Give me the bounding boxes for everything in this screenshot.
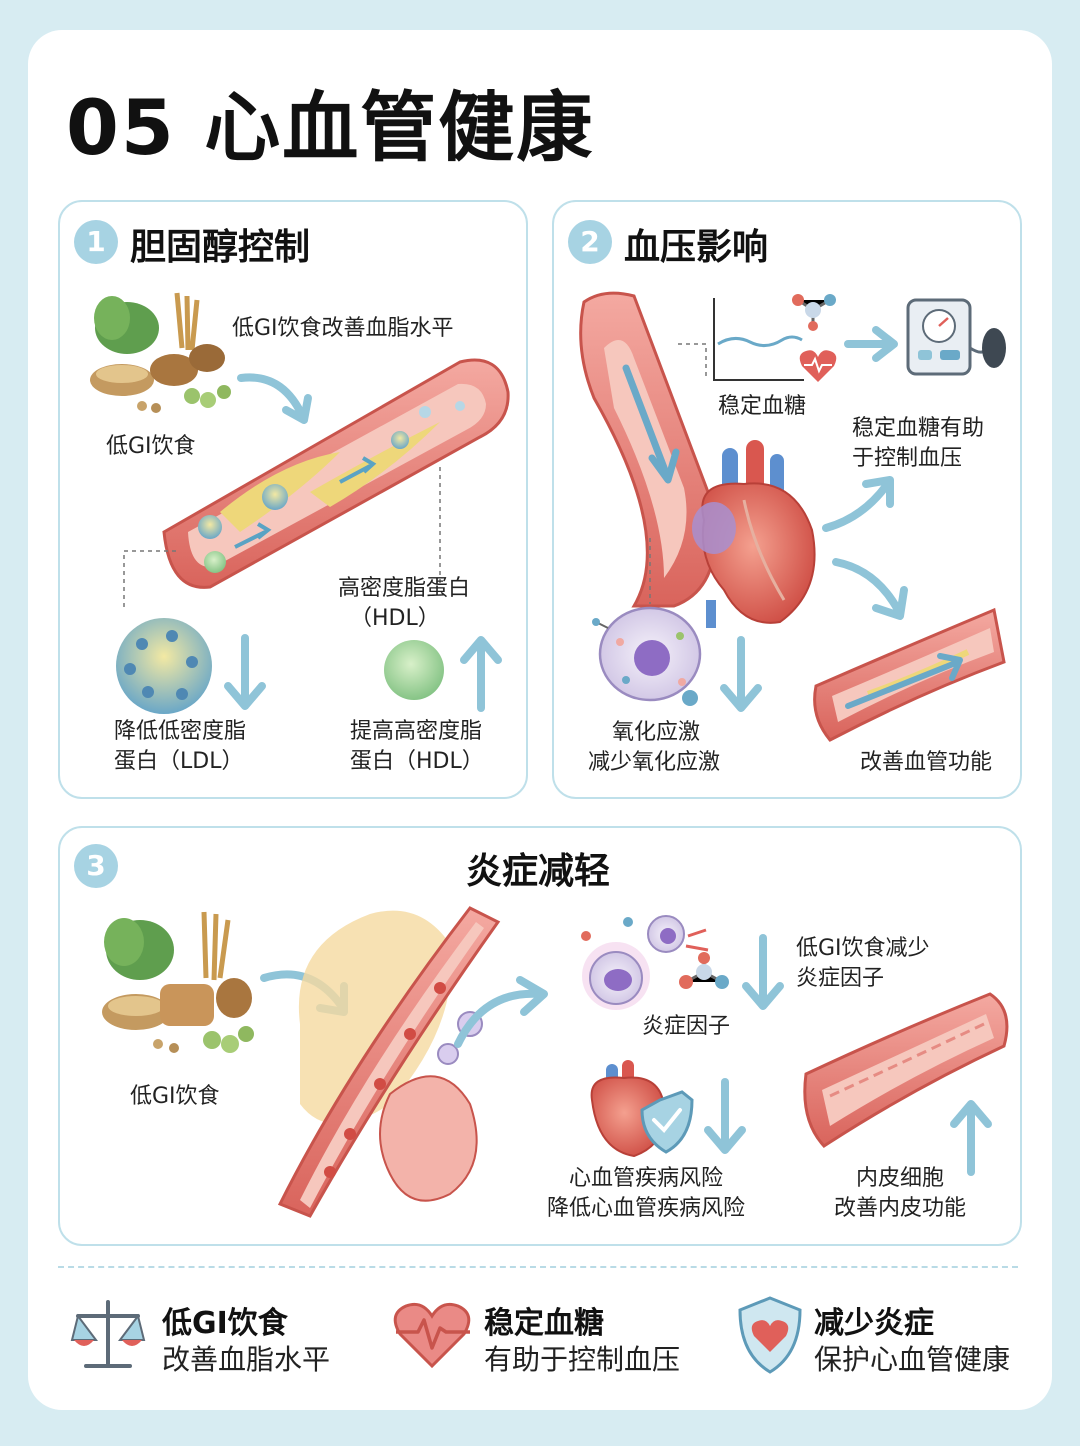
- panel-number-badge: 2: [568, 220, 612, 264]
- heart-icon: [799, 350, 837, 382]
- heart-organ-icon: [692, 440, 816, 628]
- arrow-down-icon: [720, 636, 762, 712]
- heart-pulse-icon: [393, 1302, 471, 1369]
- arrow-up-icon: [950, 1100, 992, 1176]
- glucose-chart-icon: [678, 298, 804, 381]
- page-title: 05 心血管健康: [66, 83, 595, 172]
- inflammatory-factor-icon: [581, 915, 729, 1010]
- oxidative-label-line1: 氧化应激: [612, 720, 701, 745]
- endo-label-line2: 改善内皮功能: [833, 1196, 966, 1221]
- vessel-function-label: 改善血管功能: [860, 750, 993, 775]
- ldl-particle-icon: [116, 618, 212, 714]
- hdl-label: 高密度脂蛋白: [338, 576, 471, 601]
- inflam-label-line1: 低GI饮食减少: [796, 936, 930, 961]
- endothelium-vessel-icon: [803, 992, 1009, 1148]
- arrow-up-icon: [460, 636, 502, 712]
- footer-title-3: 减少炎症: [814, 1306, 934, 1341]
- panel-title: 胆固醇控制: [130, 227, 311, 268]
- flow-arrow-icon: [237, 373, 312, 424]
- connector-line: [649, 538, 651, 604]
- inflam-label-line2: 炎症因子: [796, 966, 885, 991]
- molecule-icon: [792, 294, 836, 331]
- inflamed-tissue-icon: [277, 906, 501, 1218]
- footer-subtitle-2: 有助于控制血压: [484, 1343, 681, 1376]
- food-label: 低GI饮食: [106, 434, 196, 459]
- hdl-abbrev-label: （HDL）: [350, 606, 440, 631]
- blood-pressure-monitor-icon: [906, 298, 1006, 376]
- artery-cross-section: [162, 358, 510, 589]
- low-gi-food-icon: [90, 292, 231, 413]
- panel-title: 炎症减轻: [466, 851, 611, 892]
- bp-label-line1: 稳定血糖有助: [852, 416, 985, 441]
- cvd-label-line2: 降低心血管疾病风险: [546, 1196, 745, 1221]
- footer-title-1: 低GI饮食: [162, 1306, 288, 1341]
- food-label: 低GI饮食: [130, 1084, 220, 1109]
- heart-shield-icon: [738, 1296, 802, 1374]
- inflammation-panel: 3 炎症减轻 低GI饮食: [58, 826, 1022, 1246]
- caption-low-gi-improves-lipids: 低GI饮食改善血脂水平: [232, 316, 454, 341]
- footer-subtitle-1: 改善血脂水平: [162, 1343, 331, 1376]
- balance-scale-icon: [70, 1300, 146, 1368]
- ldl-effect-line2: 蛋白（LDL）: [114, 749, 244, 774]
- arrow-down-right-icon: [832, 558, 908, 620]
- panel-title: 血压影响: [624, 227, 769, 268]
- arrow-right-icon: [844, 326, 898, 362]
- arrow-up-right-icon: [822, 476, 894, 532]
- connector-lines: [123, 467, 441, 607]
- ldl-effect-line1: 降低低密度脂: [114, 719, 247, 744]
- endo-label-line1: 内皮细胞: [855, 1166, 944, 1191]
- arrow-down-icon: [704, 1078, 746, 1154]
- hdl-effect-line2: 蛋白（HDL）: [350, 749, 484, 774]
- factor-label: 炎症因子: [642, 1014, 731, 1039]
- footer-subtitle-3: 保护心血管健康: [814, 1343, 1011, 1376]
- hdl-particle-icon: [384, 640, 444, 700]
- blood-vessel-icon: [813, 607, 1006, 742]
- heart-shield-icon: [590, 1060, 694, 1158]
- oxidative-label-line2: 减少氧化应激: [588, 750, 721, 775]
- oxidative-cell-icon: [592, 606, 702, 706]
- cholesterol-panel: 1 胆固醇控制 低GI饮食改善血脂水平 低GI饮食: [58, 200, 528, 799]
- panel-number-badge: 1: [74, 220, 118, 264]
- low-gi-food-icon: [102, 911, 254, 1053]
- panel-number-badge: 3: [74, 844, 118, 888]
- artery-icon: [579, 291, 718, 608]
- bp-label-line2: 于控制血压: [852, 446, 963, 471]
- arrow-down-icon: [742, 934, 784, 1010]
- glucose-label: 稳定血糖: [718, 394, 807, 419]
- cvd-label-line1: 心血管疾病风险: [568, 1166, 723, 1191]
- arrow-down-icon: [224, 634, 266, 710]
- dashed-divider: [58, 1266, 1018, 1268]
- hdl-effect-line1: 提高高密度脂: [350, 719, 483, 744]
- blood-pressure-panel: 2 血压影响 稳定血糖 稳定血糖有助 于控制血压: [552, 200, 1022, 799]
- flow-arrow-icon: [454, 976, 548, 1048]
- footer-title-2: 稳定血糖: [484, 1306, 604, 1341]
